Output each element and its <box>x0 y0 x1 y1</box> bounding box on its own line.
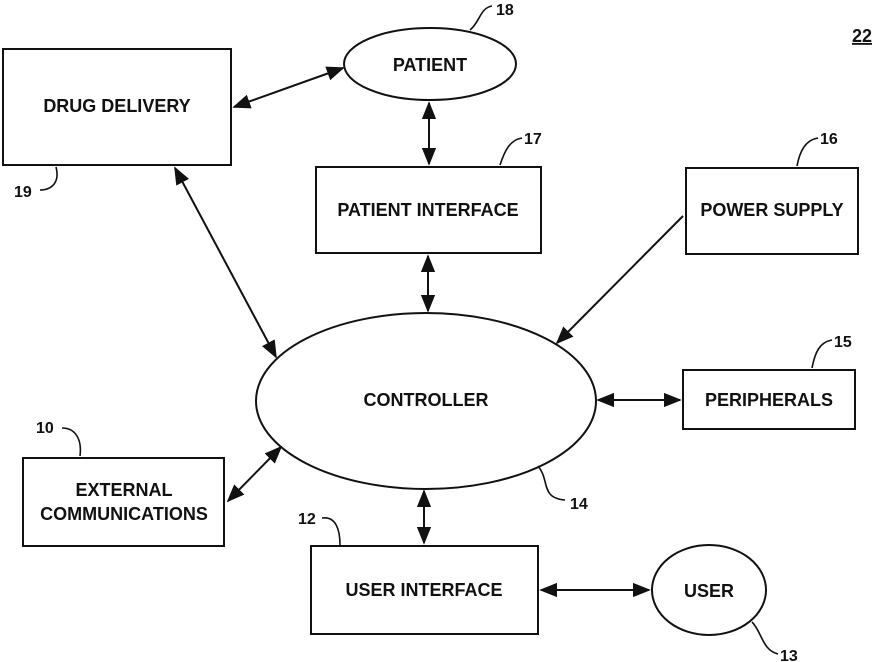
drug-delivery-label: DRUG DELIVERY <box>43 96 190 116</box>
external-communications-node <box>23 458 224 546</box>
power-supply-ref-leader <box>797 138 818 166</box>
patient-ref: 18 <box>496 2 514 19</box>
user-interface-label: USER INTERFACE <box>345 580 502 600</box>
user-label: USER <box>684 581 734 601</box>
user-ref: 13 <box>780 648 798 662</box>
external-communications-label-line1: EXTERNAL <box>75 480 172 500</box>
controller-label: CONTROLLER <box>364 390 489 410</box>
drug-delivery-ref: 19 <box>14 184 32 201</box>
patient-label: PATIENT <box>393 55 467 75</box>
external-communications-label-line2: COMMUNICATIONS <box>40 504 208 524</box>
edge-power-supply-controller <box>557 216 683 343</box>
edge-drug-delivery-patient <box>234 68 343 107</box>
patient-ref-leader <box>470 6 492 30</box>
patient-interface-ref-leader <box>500 138 522 165</box>
power-supply-ref: 16 <box>820 131 838 148</box>
edge-controller-external-communications <box>228 447 281 501</box>
power-supply-label: POWER SUPPLY <box>700 200 843 220</box>
external-communications-ref: 10 <box>36 420 54 437</box>
peripherals-ref: 15 <box>834 334 852 351</box>
drug-delivery-ref-leader <box>40 167 57 190</box>
peripherals-ref-leader <box>812 340 832 368</box>
peripherals-label: PERIPHERALS <box>705 390 833 410</box>
edge-drug-delivery-controller <box>175 168 276 357</box>
user-interface-ref-leader <box>322 518 340 545</box>
patient-interface-label: PATIENT INTERFACE <box>337 200 518 220</box>
external-communications-ref-leader <box>62 428 80 456</box>
user-interface-ref: 12 <box>298 511 316 528</box>
figure-number: 22 <box>852 26 872 46</box>
user-ref-leader <box>752 622 778 654</box>
controller-ref: 14 <box>570 496 588 513</box>
controller-ref-leader <box>538 466 565 500</box>
patient-interface-ref: 17 <box>524 131 542 148</box>
